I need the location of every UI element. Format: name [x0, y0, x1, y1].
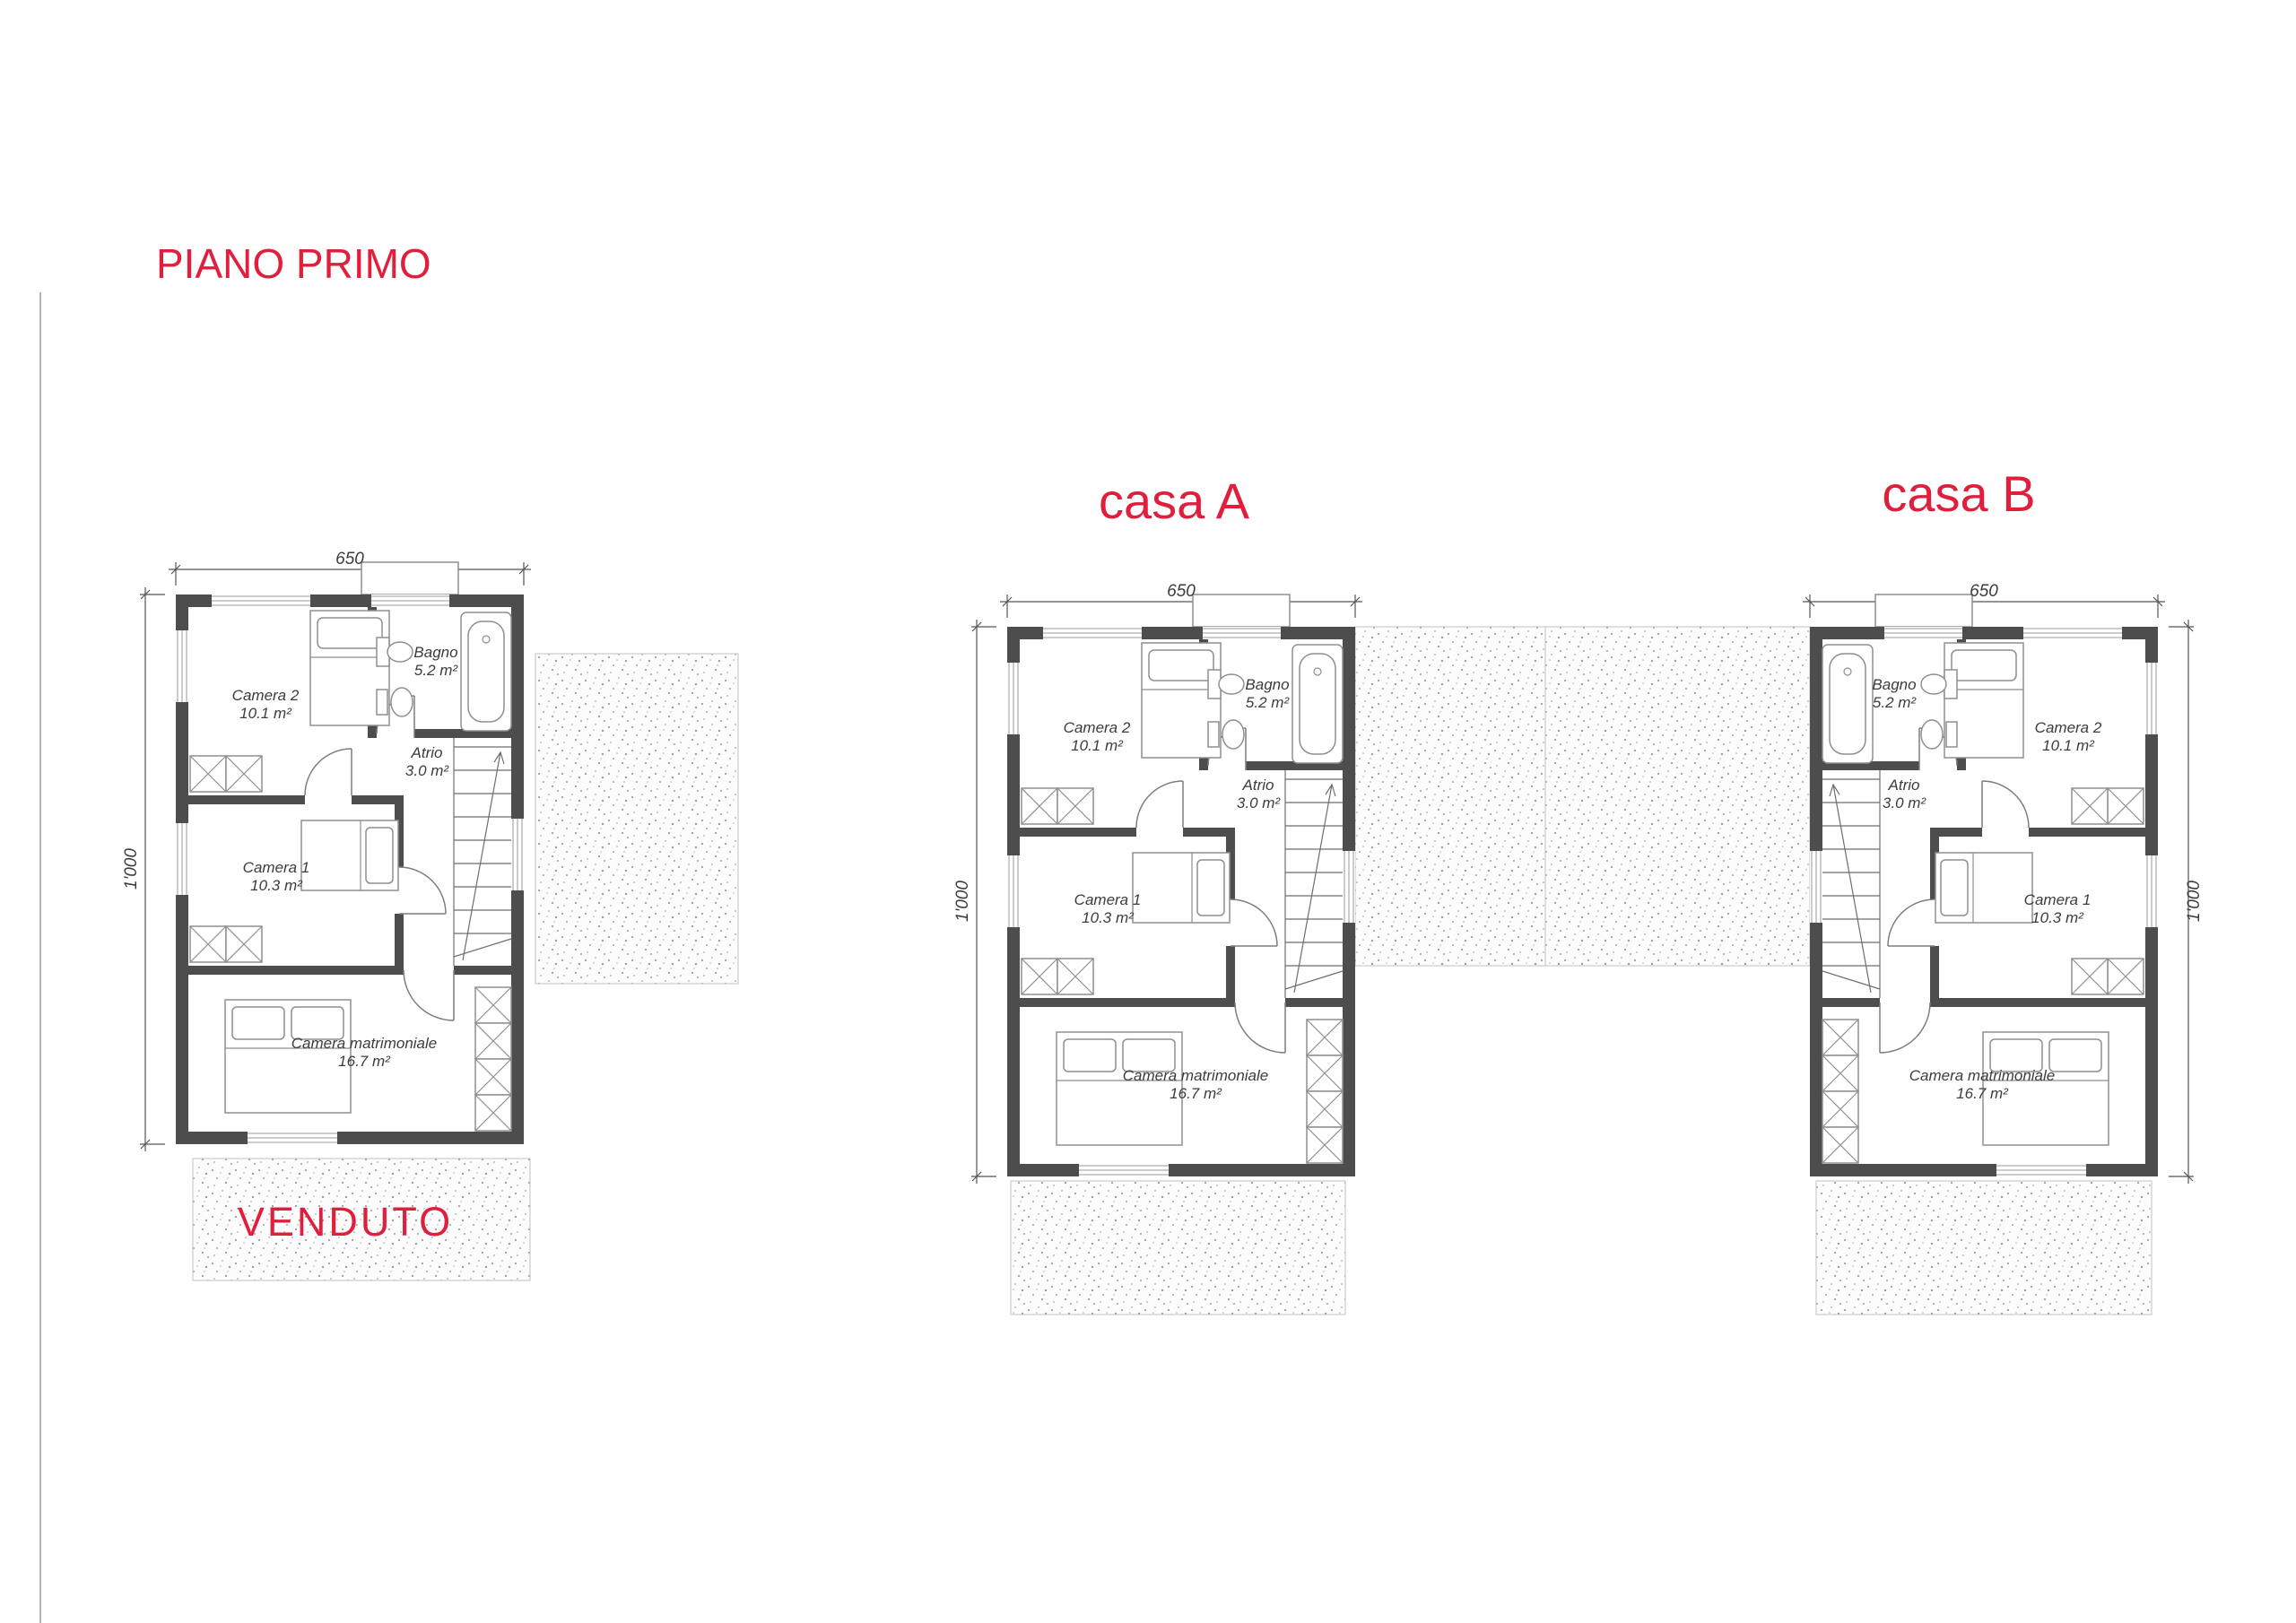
room-area-bagno: 5.2 m² [414, 662, 459, 679]
dim-width-casa-a: 650 [1167, 582, 1196, 601]
room-label-matrimoniale: Camera matrimoniale [1123, 1067, 1269, 1084]
room-area-atrio: 3.0 m² [1237, 794, 1282, 812]
room-label-bagno: Bagno [1872, 676, 1916, 693]
room-label-camera1: Camera 1 [1074, 891, 1142, 908]
dim-width-casa-b: 650 [1970, 582, 1998, 601]
room-area-matrimoniale: 16.7 m² [1170, 1085, 1222, 1102]
dim-height-casa-a: 1'000 [953, 881, 972, 922]
floorplan-venduto [139, 561, 532, 1152]
room-label-atrio: Atrio [1242, 777, 1274, 794]
terrace-hatch-casa-a-right [1354, 626, 1546, 967]
venduto-label: VENDUTO [238, 1199, 453, 1245]
page-title: PIANO PRIMO [156, 240, 431, 287]
terrace-hatch-casa-b-bottom [1815, 1180, 2152, 1315]
room-labels-casa-b: Camera 2 10.1 m² Bagno 5.2 m² Atrio 3.0 … [1872, 582, 2204, 1102]
terrace-hatch-venduto-bottom [192, 1158, 531, 1281]
room-label-matrimoniale: Camera matrimoniale [1909, 1067, 2056, 1084]
room-area-matrimoniale: 16.7 m² [1956, 1085, 2009, 1102]
room-area-atrio: 3.0 m² [1883, 794, 1927, 812]
dim-width-venduto: 650 [335, 550, 364, 568]
room-area-atrio: 3.0 m² [405, 762, 450, 779]
casa-a-title: casa A [1099, 473, 1250, 529]
dim-height-casa-b: 1'000 [2185, 881, 2204, 922]
terrace-hatch-casa-b-left [1544, 626, 1811, 967]
terrace-hatch-venduto-right [535, 653, 739, 985]
room-area-camera2: 10.1 m² [1071, 737, 1124, 754]
room-area-camera1: 10.3 m² [1082, 909, 1135, 926]
room-labels-venduto: Camera 2 10.1 m² Bagno 5.2 m² Atrio 3.0 … [122, 550, 458, 1070]
room-label-atrio: Atrio [411, 744, 443, 761]
room-labels-casa-a: Camera 2 10.1 m² Bagno 5.2 m² Atrio 3.0 … [953, 582, 1290, 1102]
room-label-camera2: Camera 2 [2035, 719, 2102, 736]
floorplan-casa-a [970, 594, 1363, 1185]
room-area-camera1: 10.3 m² [2031, 909, 2084, 926]
room-label-matrimoniale: Camera matrimoniale [291, 1035, 438, 1052]
room-label-atrio: Atrio [1888, 777, 1920, 794]
room-label-camera1: Camera 1 [243, 859, 310, 876]
room-label-camera2: Camera 2 [1064, 719, 1131, 736]
room-area-matrimoniale: 16.7 m² [338, 1053, 391, 1070]
room-label-bagno: Bagno [1245, 676, 1289, 693]
room-area-camera2: 10.1 m² [239, 705, 292, 722]
casa-b-title: casa B [1882, 465, 2035, 522]
room-label-bagno: Bagno [413, 644, 457, 661]
dim-height-venduto: 1'000 [122, 848, 141, 890]
room-label-camera2: Camera 2 [232, 687, 300, 704]
room-area-bagno: 5.2 m² [1246, 694, 1291, 711]
room-area-camera1: 10.3 m² [250, 877, 303, 894]
room-area-bagno: 5.2 m² [1873, 694, 1918, 711]
room-label-camera1: Camera 1 [2024, 891, 2092, 908]
terrace-hatch-casa-a-bottom [1010, 1180, 1346, 1315]
room-area-camera2: 10.1 m² [2042, 737, 2095, 754]
